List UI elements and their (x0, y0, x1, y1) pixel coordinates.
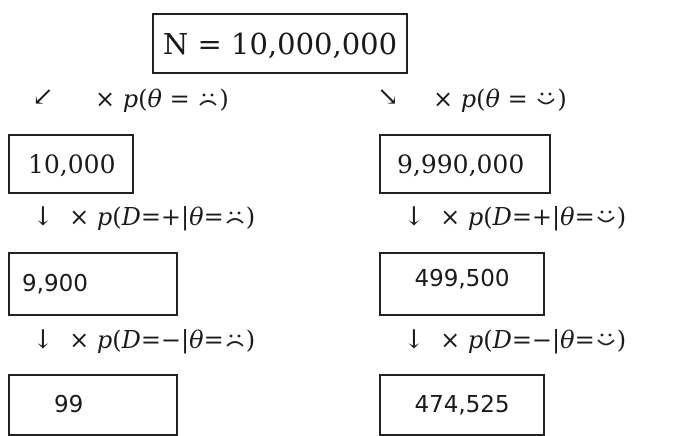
neg-happy-value: 474,525 (414, 392, 510, 418)
neg-sad-value: 99 (54, 392, 84, 418)
pos-happy-box: 499,500 (379, 252, 545, 316)
down-arrow-icon: ↓ (32, 202, 54, 232)
likelihood-neg-sad-label: ↓ × p(D=−|θ=) (32, 325, 256, 355)
pos-happy-value: 499,500 (414, 266, 510, 292)
arrow-to-sad-branch: ↙ (32, 82, 54, 112)
prior-label-sad: × p(θ = ) (95, 85, 229, 113)
prior-happy-box: 9,990,000 (379, 134, 551, 194)
prior-sad-value: 10,000 (28, 149, 116, 179)
happy-face-icon (535, 89, 557, 109)
prior-happy-value: 9,990,000 (397, 149, 525, 179)
arrow-to-happy-branch: ↘ (377, 82, 399, 112)
down-arrow-icon: ↓ (403, 202, 425, 232)
neg-sad-box: 99 (8, 374, 178, 436)
pos-sad-box: 9,900 (8, 252, 178, 316)
down-arrow-icon: ↓ (32, 325, 54, 355)
happy-face-icon (595, 207, 617, 227)
root-population-box: N = 10,000,000 (152, 13, 408, 74)
likelihood-neg-happy-label: ↓ × p(D=−|θ=) (403, 325, 627, 355)
pos-sad-value: 9,900 (22, 271, 88, 297)
likelihood-pos-sad-label: ↓ × p(D=+|θ=) (32, 202, 256, 232)
prior-label-happy: × p(θ = ) (433, 85, 567, 113)
sad-face-icon (224, 330, 246, 350)
likelihood-pos-happy-label: ↓ × p(D=+|θ=) (403, 202, 627, 232)
diagonal-down-right-arrow-icon: ↘ (377, 82, 399, 112)
neg-happy-box: 474,525 (379, 374, 545, 436)
prior-sad-box: 10,000 (8, 134, 134, 194)
happy-face-icon (595, 330, 617, 350)
diagonal-down-left-arrow-icon: ↙ (32, 82, 54, 112)
sad-face-icon (224, 207, 246, 227)
sad-face-icon (197, 89, 219, 109)
down-arrow-icon: ↓ (403, 325, 425, 355)
root-population-text: N = 10,000,000 (162, 26, 398, 61)
